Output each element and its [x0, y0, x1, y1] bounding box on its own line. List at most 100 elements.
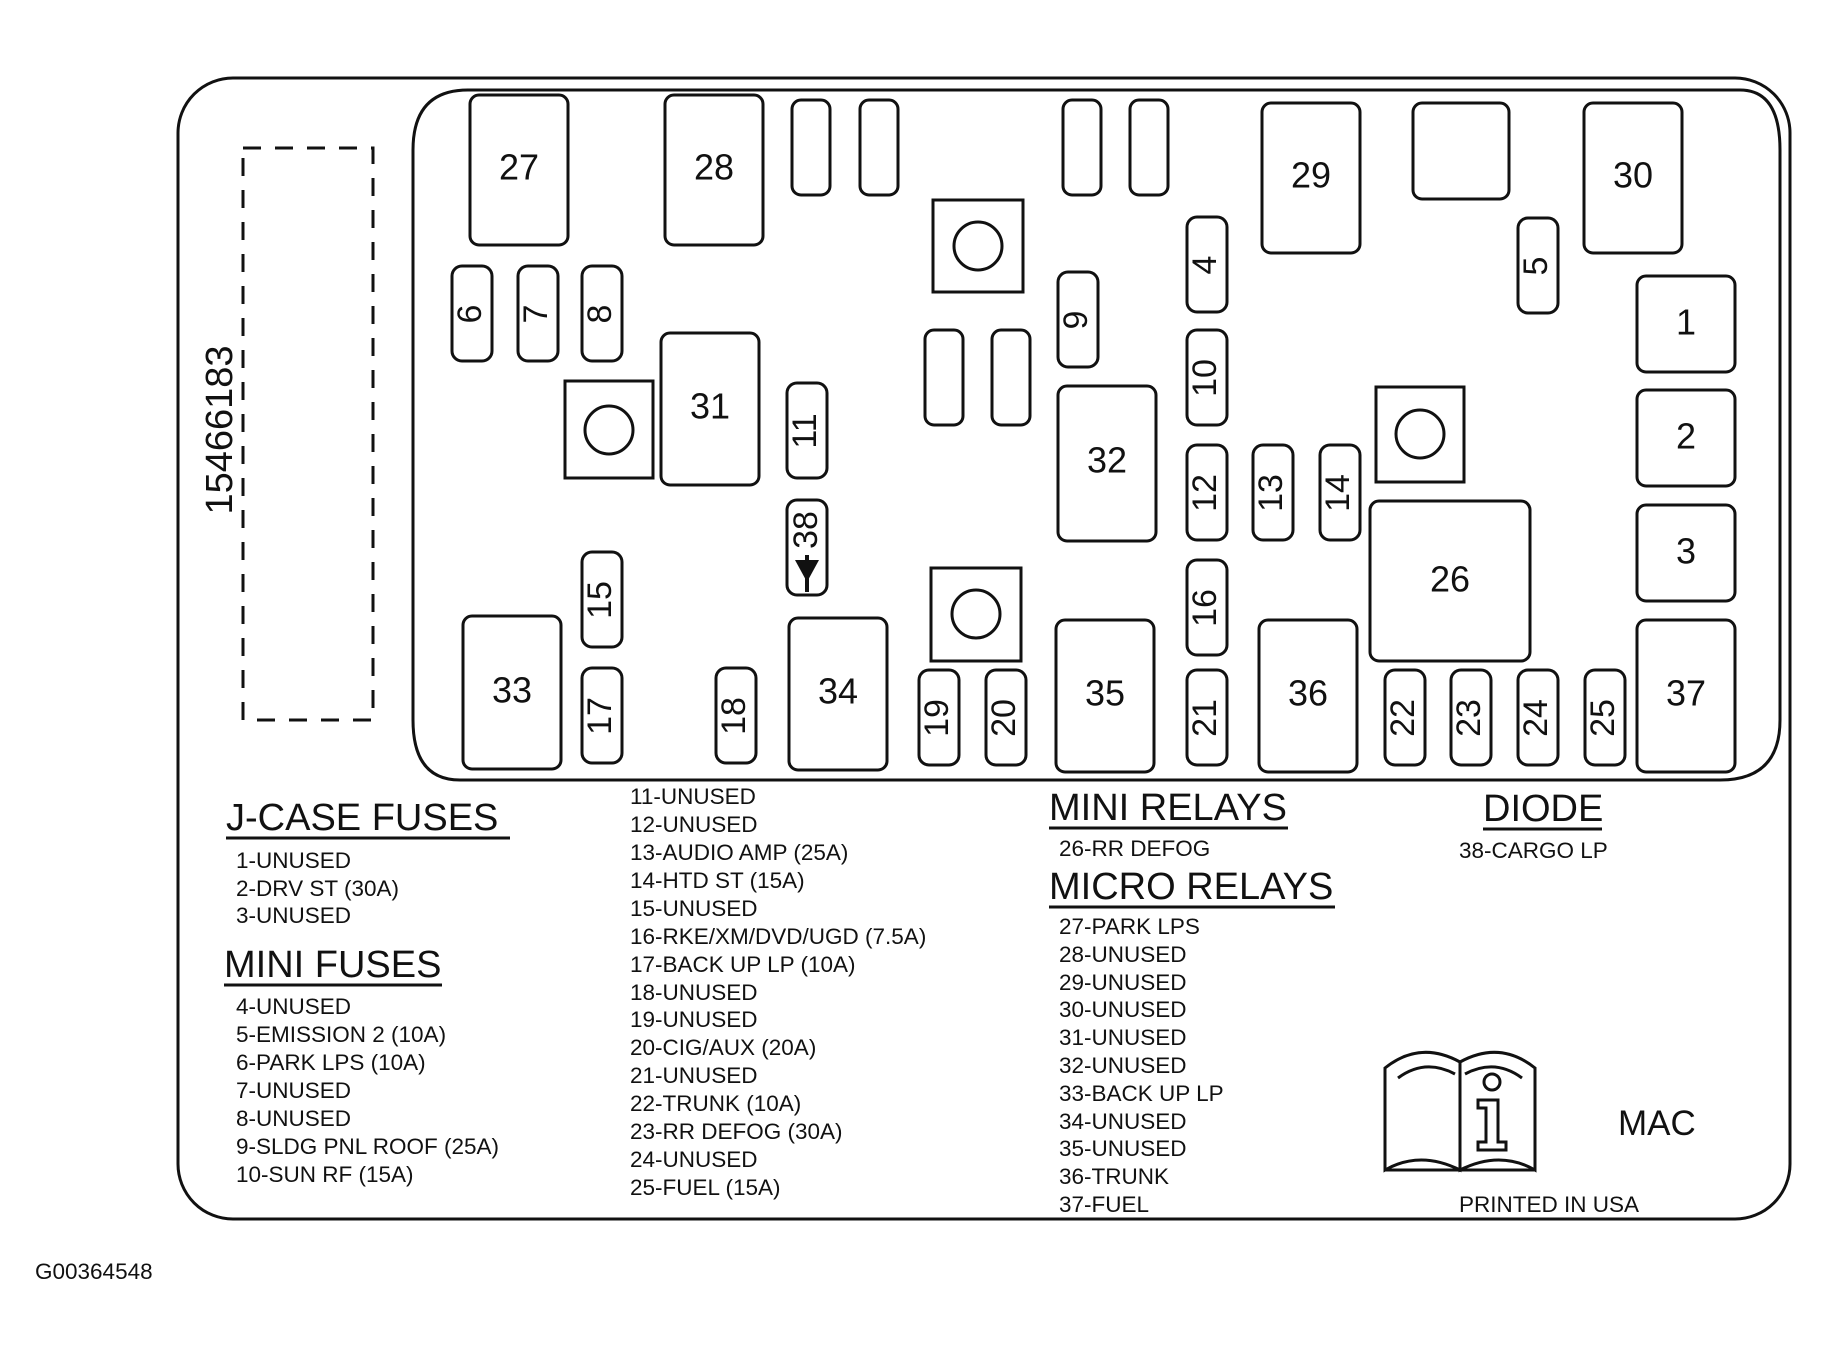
legend-item: 33-BACK UP LP — [1059, 1081, 1224, 1106]
relay-label: 26 — [1430, 559, 1470, 600]
fuse-17: 17 — [580, 666, 624, 765]
fuse-22: 22 — [1383, 668, 1427, 767]
fuse-label: 14 — [1319, 474, 1357, 512]
relay-label: 30 — [1613, 155, 1653, 196]
relay-label: 34 — [818, 671, 858, 712]
relay-32: 32 — [1056, 384, 1158, 543]
fuse-label: 4 — [1186, 256, 1224, 275]
legend-item: 5-EMISSION 2 (10A) — [236, 1022, 446, 1047]
legend-item: 22-TRUNK (10A) — [630, 1091, 801, 1116]
legend-item: 14-HTD ST (15A) — [630, 868, 805, 893]
relay-30: 30 — [1582, 101, 1684, 255]
relay-label: 31 — [690, 386, 730, 427]
legend-item: 12-UNUSED — [630, 812, 758, 837]
legend-item: 37-FUEL — [1059, 1192, 1149, 1217]
fuse-label: 7 — [517, 305, 555, 324]
legend-title: DIODE — [1483, 788, 1603, 830]
fuse-label: 9 — [1057, 311, 1095, 330]
jcase-fuse-1: 1 — [1635, 274, 1737, 374]
jcase-fuse-2: 2 — [1635, 388, 1737, 488]
jcase-fuse-3: 3 — [1635, 503, 1737, 603]
relay-label: 28 — [694, 147, 734, 188]
fuse-7: 7 — [516, 264, 560, 363]
fuse-14: 14 — [1318, 443, 1362, 542]
empty-fuse-slot — [1061, 98, 1103, 197]
fuse-label: 22 — [1384, 699, 1422, 737]
legend-item: 35-UNUSED — [1059, 1136, 1187, 1161]
fuse-label: 1 — [1676, 302, 1696, 343]
legend-title: J-CASE FUSES — [226, 797, 498, 839]
fuse-19: 19 — [917, 668, 961, 767]
fuse-23: 23 — [1449, 668, 1493, 767]
fuse-label: 5 — [1517, 257, 1555, 276]
legend-item: 30-UNUSED — [1059, 997, 1187, 1022]
legend-diode: DIODE 38-CARGO LP — [1459, 788, 1608, 863]
empty-fuse-slot — [1128, 98, 1170, 197]
fuse-label: 21 — [1186, 699, 1224, 737]
diode-38: 38 — [785, 498, 829, 597]
fuse-label: 2 — [1676, 416, 1696, 457]
legend-item: 9-SLDG PNL ROOF (25A) — [236, 1134, 499, 1159]
diode-symbol-arrow — [795, 560, 819, 582]
legend-item: 17-BACK UP LP (10A) — [630, 952, 856, 977]
figure-id: G00364548 — [35, 1259, 153, 1284]
fuse-label: 10 — [1186, 359, 1224, 397]
empty-fuse-slot — [990, 328, 1032, 427]
fuse-label: 11 — [786, 413, 824, 448]
legend-mini-fuses: MINI FUSES 4-UNUSED 5-EMISSION 2 (10A) 6… — [224, 944, 499, 1187]
fuse-18: 18 — [714, 666, 758, 765]
fuse-9: 9 — [1056, 270, 1100, 369]
fuse-10: 10 — [1185, 328, 1229, 427]
relay-label: 36 — [1288, 673, 1328, 714]
fuse-label: 13 — [1252, 474, 1290, 512]
fuse-label: 20 — [985, 699, 1023, 737]
legend-item: 34-UNUSED — [1059, 1109, 1187, 1134]
fuse-label: 24 — [1517, 699, 1555, 737]
part-number: 15466183 — [199, 345, 241, 514]
legend-item: 28-UNUSED — [1059, 942, 1187, 967]
legend-fuses-continued: 11-UNUSED 12-UNUSED 13-AUDIO AMP (25A) 1… — [630, 784, 926, 1200]
legend-item: 4-UNUSED — [236, 994, 351, 1019]
legend-item: 1-UNUSED — [236, 848, 351, 873]
fuse-label: 25 — [1584, 699, 1622, 737]
empty-cavities — [790, 98, 1511, 427]
relay-label: 35 — [1085, 673, 1125, 714]
fuse-5: 5 — [1516, 216, 1560, 315]
fuse-25: 25 — [1583, 668, 1627, 767]
legend-item: 8-UNUSED — [236, 1106, 351, 1131]
relay-36: 36 — [1257, 618, 1359, 774]
legend-item: 21-UNUSED — [630, 1063, 758, 1088]
mounting-boss — [1374, 385, 1466, 484]
relay-26: 26 — [1368, 499, 1532, 663]
relay-31: 31 — [659, 331, 761, 487]
legend-title: MICRO RELAYS — [1049, 866, 1333, 908]
legend-item: 13-AUDIO AMP (25A) — [630, 840, 848, 865]
legend-item: 2-DRV ST (30A) — [236, 876, 399, 901]
legend-item: 25-FUEL (15A) — [630, 1175, 780, 1200]
fuse-label: 16 — [1186, 589, 1224, 627]
relay-27: 27 — [468, 93, 570, 247]
legend-micro-relays: MICRO RELAYS 27-PARK LPS 28-UNUSED 29-UN… — [1049, 866, 1335, 1217]
legend-item: 15-UNUSED — [630, 896, 758, 921]
relay-35: 35 — [1054, 618, 1156, 774]
legend-item: 36-TRUNK — [1059, 1164, 1169, 1189]
fuse-label: 8 — [581, 305, 619, 324]
fuse-label: 23 — [1450, 699, 1488, 737]
relay-34: 34 — [787, 616, 889, 772]
manual-info-icon — [1383, 1050, 1537, 1173]
legend-item: 20-CIG/AUX (20A) — [630, 1035, 816, 1060]
relay-28: 28 — [663, 93, 765, 247]
relay-label: 33 — [492, 670, 532, 711]
fuse-label: 6 — [451, 305, 489, 324]
legend-item: 6-PARK LPS (10A) — [236, 1050, 426, 1075]
fuse-8: 8 — [580, 264, 624, 363]
legend-item: 27-PARK LPS — [1059, 914, 1200, 939]
fuse-20: 20 — [984, 668, 1028, 767]
empty-fuse-slot — [858, 98, 900, 197]
maker-mark: MAC — [1618, 1104, 1696, 1143]
relay-33: 33 — [461, 614, 563, 771]
fuse-11: 11 — [785, 381, 829, 480]
printed-note: PRINTED IN USA — [1459, 1192, 1639, 1217]
fuse-label: 3 — [1676, 531, 1696, 572]
